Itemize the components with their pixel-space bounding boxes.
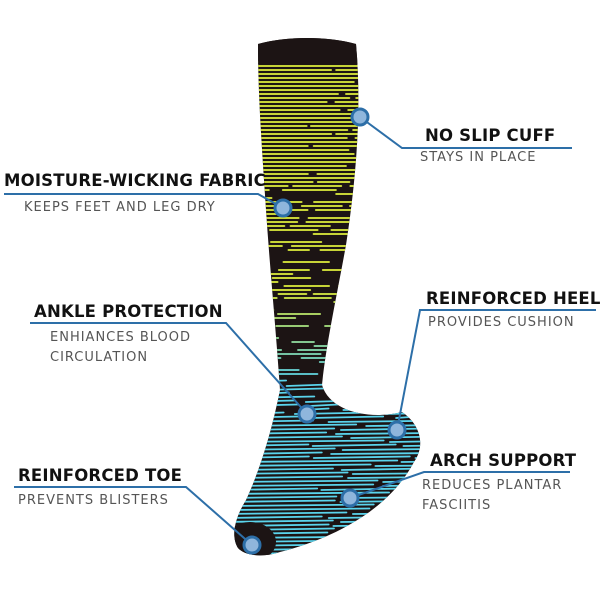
callout-line-reinforced-heel [396, 309, 596, 431]
sock-stripe [285, 383, 329, 387]
callout-dots [242, 107, 407, 555]
callout-dot-moisture-wicking [273, 198, 293, 218]
sock-stripe [340, 527, 421, 531]
sock-stripe [352, 403, 421, 407]
sock-cuff-band [234, 38, 380, 64]
sock-stripe [308, 403, 339, 407]
feature-title-arch-support: ARCH SUPPORT [430, 451, 577, 470]
sock-stripe [438, 409, 506, 411]
sock-stripe [372, 395, 421, 399]
callout-dot-arch-support [340, 488, 360, 508]
sock-stripe [234, 551, 341, 555]
feature-subtitle-ankle-protection-line1: ENHIANCES BLOOD [50, 330, 192, 345]
sock-stripe [234, 519, 334, 523]
sock-stripe [342, 495, 421, 499]
sock-stripe [411, 399, 421, 403]
sock-stripe [320, 487, 405, 491]
sock-stripe [388, 439, 421, 443]
callout-dot-ankle-protection [297, 404, 317, 424]
sock-stripe [234, 479, 379, 483]
sock-stripe [312, 455, 411, 459]
sock-stripe [437, 405, 488, 407]
callout-dot-no-slip-cuff [350, 107, 370, 127]
sock-stripe [327, 387, 365, 391]
sock-stripe [346, 551, 421, 555]
sock-stripe [335, 431, 421, 435]
callout-line-moisture-wicking [4, 193, 284, 209]
callout-dot-reinforced-heel [387, 420, 407, 440]
feature-subtitle-reinforced-heel: PROVIDES CUSHION [428, 315, 575, 330]
callout-dot-reinforced-toe [242, 535, 262, 555]
feature-subtitle-arch-support-line1: REDUCES PLANTAR [422, 478, 563, 493]
sock-stripe [341, 447, 421, 451]
callout-line-arch-support [349, 471, 570, 499]
feature-title-reinforced-toe: REINFORCED TOE [18, 466, 183, 485]
sock-stripe [234, 391, 253, 395]
sock-stripe [234, 511, 348, 515]
sock-stripe [362, 399, 396, 403]
sock-stripe [408, 383, 421, 387]
sock-stripe [342, 407, 421, 411]
sock-stripe [333, 531, 421, 535]
sock-stripe [353, 543, 421, 547]
sock-stripe [233, 557, 344, 559]
feature-title-no-slip-cuff: NO SLIP CUFF [425, 126, 556, 145]
callout-lines [4, 116, 596, 546]
sock-stripe [363, 547, 421, 551]
feature-subtitle-arch-support-line2: FASCIITIS [422, 498, 492, 513]
sock-stripe [349, 557, 459, 559]
sock-stripe [339, 519, 421, 523]
sock-stripe [234, 515, 323, 519]
feature-subtitle-reinforced-toe: PREVENTS BLISTERS [18, 493, 169, 508]
callout-line-reinforced-toe [14, 486, 253, 546]
sock-stripe [381, 387, 419, 391]
feature-title-moisture-wicking: MOISTURE-WICKING FABRIC [4, 171, 266, 190]
sock-stripe [234, 459, 399, 463]
feature-subtitle-ankle-protection-line2: CIRCULATION [50, 350, 149, 365]
sock-stripe [337, 383, 404, 387]
sock-stripe [432, 533, 543, 535]
sock-stripe [384, 411, 421, 415]
callout-line-no-slip-cuff [359, 116, 572, 149]
sock-stripe [428, 389, 456, 391]
sock-stripe [234, 483, 375, 487]
feature-title-ankle-protection: ANKLE PROTECTION [34, 302, 223, 321]
sock-stripe [405, 391, 421, 395]
sock-stripe [234, 507, 371, 511]
sock-stripe [365, 423, 421, 427]
callout-line-ankle-protection [30, 322, 308, 415]
sock-stripe [339, 427, 421, 431]
feature-subtitle-moisture-wicking: KEEPS FEET AND LEG DRY [24, 200, 216, 215]
sock-stripe [430, 417, 453, 419]
sock-stripe [351, 471, 421, 475]
sock-stripe [402, 535, 421, 539]
sock-stripe [330, 451, 421, 455]
sock-stripe [332, 523, 421, 527]
feature-title-reinforced-heel: REINFORCED HEEL [426, 289, 600, 308]
feature-subtitle-no-slip-cuff: STAYS IN PLACE [420, 150, 537, 165]
sock-stripe [374, 463, 421, 467]
sock-stripe [362, 539, 421, 543]
sock-stripe [327, 419, 421, 423]
sock-stripe [309, 415, 385, 419]
sock-stripe [336, 391, 388, 395]
sock-stripe [311, 443, 397, 447]
